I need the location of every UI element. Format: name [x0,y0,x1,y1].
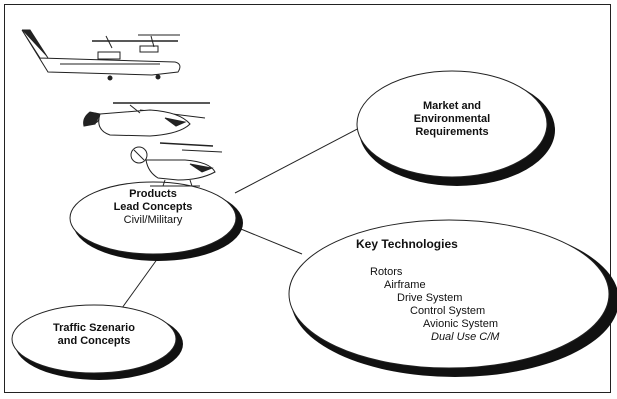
products-title: Products [129,188,177,200]
technology-item: Avionic System [423,318,498,330]
products-scope: Civil/Military [123,214,183,226]
connector-products-technologies [235,226,303,255]
technology-item: Airframe [384,279,426,291]
traffic-line-1: Traffic Szenario [53,322,135,334]
products-node [69,181,243,261]
key-technologies-node [288,219,617,377]
tiltrotor-aircraft-icon [21,29,181,81]
technology-item: Rotors [370,266,403,278]
connector-products-market [234,124,366,194]
traffic-line-2: and Concepts [57,335,131,347]
technology-item: Drive System [397,292,463,304]
helicopter-icon [130,142,223,187]
technology-item: Control System [410,305,486,317]
technologies-title: Key Technologies [356,237,458,251]
figure-frame [4,4,611,393]
products-subtitle: Lead Concepts [113,201,193,213]
helicopter-icon [83,102,210,137]
market-line-1: Market and [422,100,482,112]
connector-products-traffic [121,257,159,309]
traffic-scenario-node [11,304,183,380]
technology-item: Dual Use C/M [431,331,500,343]
market-line-2: Environmental [413,113,491,125]
market-line-3: Requirements [415,126,489,138]
market-requirements-node [356,70,555,186]
